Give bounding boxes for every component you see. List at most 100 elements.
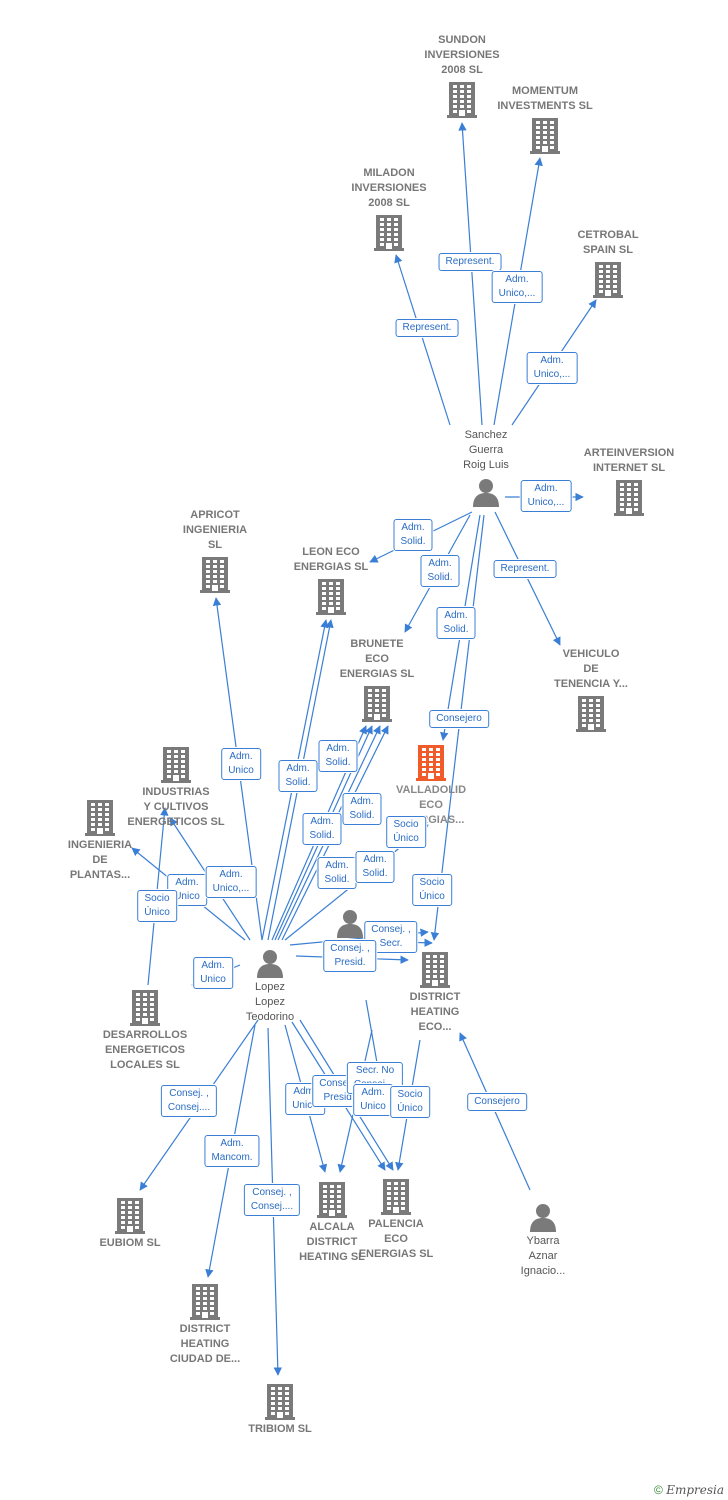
company-node-sundon[interactable]: SUNDON INVERSIONES 2008 SL <box>387 33 537 118</box>
node-label: VEHICULO DE TENENCIA Y... <box>554 648 628 690</box>
node-label: TRIBIOM SL <box>248 1423 312 1435</box>
company-node-desarrollos[interactable]: DESARROLLOS ENERGETICOS LOCALES SL <box>70 990 220 1073</box>
node-label: SUNDON INVERSIONES 2008 SL <box>424 34 500 76</box>
relationship-label[interactable]: Represent. <box>493 560 557 578</box>
node-label: BRUNETE ECO ENERGIAS SL <box>339 638 415 680</box>
copyright-symbol: © <box>654 1483 663 1497</box>
relationship-label[interactable]: Socio Único <box>390 1086 430 1118</box>
building-icon <box>533 262 683 298</box>
footer-brand: © Empresia <box>654 1483 724 1497</box>
relationship-label[interactable]: Socio Único <box>386 816 426 848</box>
relationship-label[interactable]: Adm. Unico,... <box>520 480 572 512</box>
relationship-label[interactable]: Adm. Solid. <box>393 519 433 551</box>
company-node-vehiculo[interactable]: VEHICULO DE TENENCIA Y... <box>516 647 666 732</box>
relationship-label[interactable]: Adm. Solid. <box>302 813 342 845</box>
node-label: INGENIERIA DE PLANTAS... <box>67 839 133 881</box>
node-label: APRICOT INGENIERIA SL <box>182 509 248 551</box>
building-icon <box>314 215 464 251</box>
relationship-edge <box>459 1032 531 1191</box>
building-icon <box>356 745 506 781</box>
company-node-miladon[interactable]: MILADON INVERSIONES 2008 SL <box>314 166 464 251</box>
building-icon <box>140 557 290 593</box>
relationship-label[interactable]: Represent. <box>438 253 502 271</box>
relationship-label[interactable]: Represent. <box>395 319 459 337</box>
relationship-label[interactable]: Adm. Solid. <box>278 760 318 792</box>
company-node-brunete[interactable]: BRUNETE ECO ENERGIAS SL <box>302 637 452 722</box>
building-icon <box>302 686 452 722</box>
company-node-leon[interactable]: LEON ECO ENERGIAS SL <box>256 545 406 615</box>
building-icon <box>130 1284 280 1320</box>
company-node-ingenieria[interactable]: INGENIERIA DE PLANTAS... <box>25 800 175 883</box>
person-icon <box>195 948 345 978</box>
building-icon <box>70 990 220 1026</box>
relationship-label[interactable]: Consej. , Consej.... <box>243 1184 301 1216</box>
building-icon <box>321 1179 471 1215</box>
company-node-alcala[interactable]: ALCALA DISTRICT HEATING SL <box>257 1182 407 1265</box>
relationship-label[interactable]: Adm. Solid. <box>342 793 382 825</box>
node-label: MOMENTUM INVESTMENTS SL <box>497 85 593 112</box>
relationship-label[interactable]: Adm. Solid. <box>355 851 395 883</box>
relationship-edge <box>394 254 451 426</box>
relationship-label[interactable]: Adm. Solid. <box>436 607 476 639</box>
relationship-label[interactable]: Adm. Unico,... <box>205 866 257 898</box>
node-label: Ybarra Aznar Ignacio... <box>520 1235 566 1277</box>
building-icon <box>554 480 704 516</box>
company-node-district-ciudad[interactable]: DISTRICT HEATING CIUDAD DE... <box>130 1284 280 1367</box>
company-node-momentum[interactable]: MOMENTUM INVESTMENTS SL <box>470 84 620 154</box>
person-icon <box>468 1202 618 1232</box>
relationship-label[interactable]: Adm. Unico <box>221 748 261 780</box>
company-node-palencia[interactable]: PALENCIA ECO ENERGIAS SL <box>321 1179 471 1262</box>
relationship-label[interactable]: Adm. Solid. <box>420 555 460 587</box>
person-icon <box>275 908 425 938</box>
relationship-label[interactable]: Adm. Solid. <box>317 857 357 889</box>
company-node-industrias[interactable]: INDUSTRIAS Y CULTIVOS ENERGETICOS SL <box>101 747 251 830</box>
company-node-apricot[interactable]: APRICOT INGENIERIA SL <box>140 508 290 593</box>
company-node-arteinversion[interactable]: ARTEINVERSION INTERNET SL <box>554 446 704 516</box>
node-label: ALCALA DISTRICT HEATING SL <box>299 1221 365 1263</box>
person-node-lopez[interactable]: Lopez Lopez Teodorino <box>195 948 345 1025</box>
relationship-label[interactable]: Consej. , Consej.... <box>160 1085 218 1117</box>
brand-logo-text[interactable]: Empresia <box>666 1483 724 1497</box>
relationship-label[interactable]: Adm. Solid. <box>318 740 358 772</box>
node-label: EUBIOM SL <box>99 1237 161 1249</box>
relationship-label[interactable]: Adm. Unico <box>193 957 233 989</box>
building-icon <box>101 747 251 783</box>
building-icon <box>516 696 666 732</box>
node-label: INDUSTRIAS Y CULTIVOS ENERGETICOS SL <box>127 786 225 828</box>
relationship-label[interactable]: Consej. , Presid. <box>323 940 377 972</box>
company-node-tribiom[interactable]: TRIBIOM SL <box>205 1384 355 1437</box>
relationship-label[interactable]: Consejero <box>467 1093 527 1111</box>
company-node-eubiom[interactable]: EUBIOM SL <box>55 1198 205 1251</box>
building-icon <box>387 82 537 118</box>
relationship-label[interactable]: Socio Único <box>412 874 452 906</box>
person-node-ybarra[interactable]: Ybarra Aznar Ignacio... <box>468 1202 618 1279</box>
node-label: DESARROLLOS ENERGETICOS LOCALES SL <box>102 1029 188 1071</box>
node-label: CETROBAL SPAIN SL <box>577 229 639 256</box>
node-label: DISTRICT HEATING CIUDAD DE... <box>169 1323 241 1365</box>
relationship-label[interactable]: Adm. Mancom. <box>204 1135 260 1167</box>
node-label: MILADON INVERSIONES 2008 SL <box>351 167 427 209</box>
node-label: Sanchez Guerra Roig Luis <box>463 429 509 471</box>
company-node-district-eco[interactable]: DISTRICT HEATING ECO... <box>360 952 510 1035</box>
building-icon <box>25 800 175 836</box>
relationship-label[interactable]: Adm. Unico <box>353 1084 393 1116</box>
node-label: ARTEINVERSION INTERNET SL <box>583 447 675 474</box>
building-icon <box>257 1182 407 1218</box>
building-icon <box>205 1384 355 1420</box>
node-label: Lopez Lopez Teodorino <box>245 981 295 1023</box>
relationship-label[interactable]: Adm. Unico,... <box>491 271 543 303</box>
relationship-edge <box>494 511 561 646</box>
building-icon <box>256 579 406 615</box>
relationship-label[interactable]: Adm. Unico,... <box>526 352 578 384</box>
company-node-cetrobal[interactable]: CETROBAL SPAIN SL <box>533 228 683 298</box>
building-icon <box>360 952 510 988</box>
node-label: PALENCIA ECO ENERGIAS SL <box>358 1218 434 1260</box>
node-label: LEON ECO ENERGIAS SL <box>293 546 369 573</box>
relationship-label[interactable]: Consejero <box>429 710 489 728</box>
building-icon <box>470 118 620 154</box>
relationship-label[interactable]: Socio Único <box>137 890 177 922</box>
relationship-edge <box>458 122 483 426</box>
person-node-sanchez[interactable]: Sanchez Guerra Roig Luis <box>411 428 561 507</box>
building-icon <box>55 1198 205 1234</box>
